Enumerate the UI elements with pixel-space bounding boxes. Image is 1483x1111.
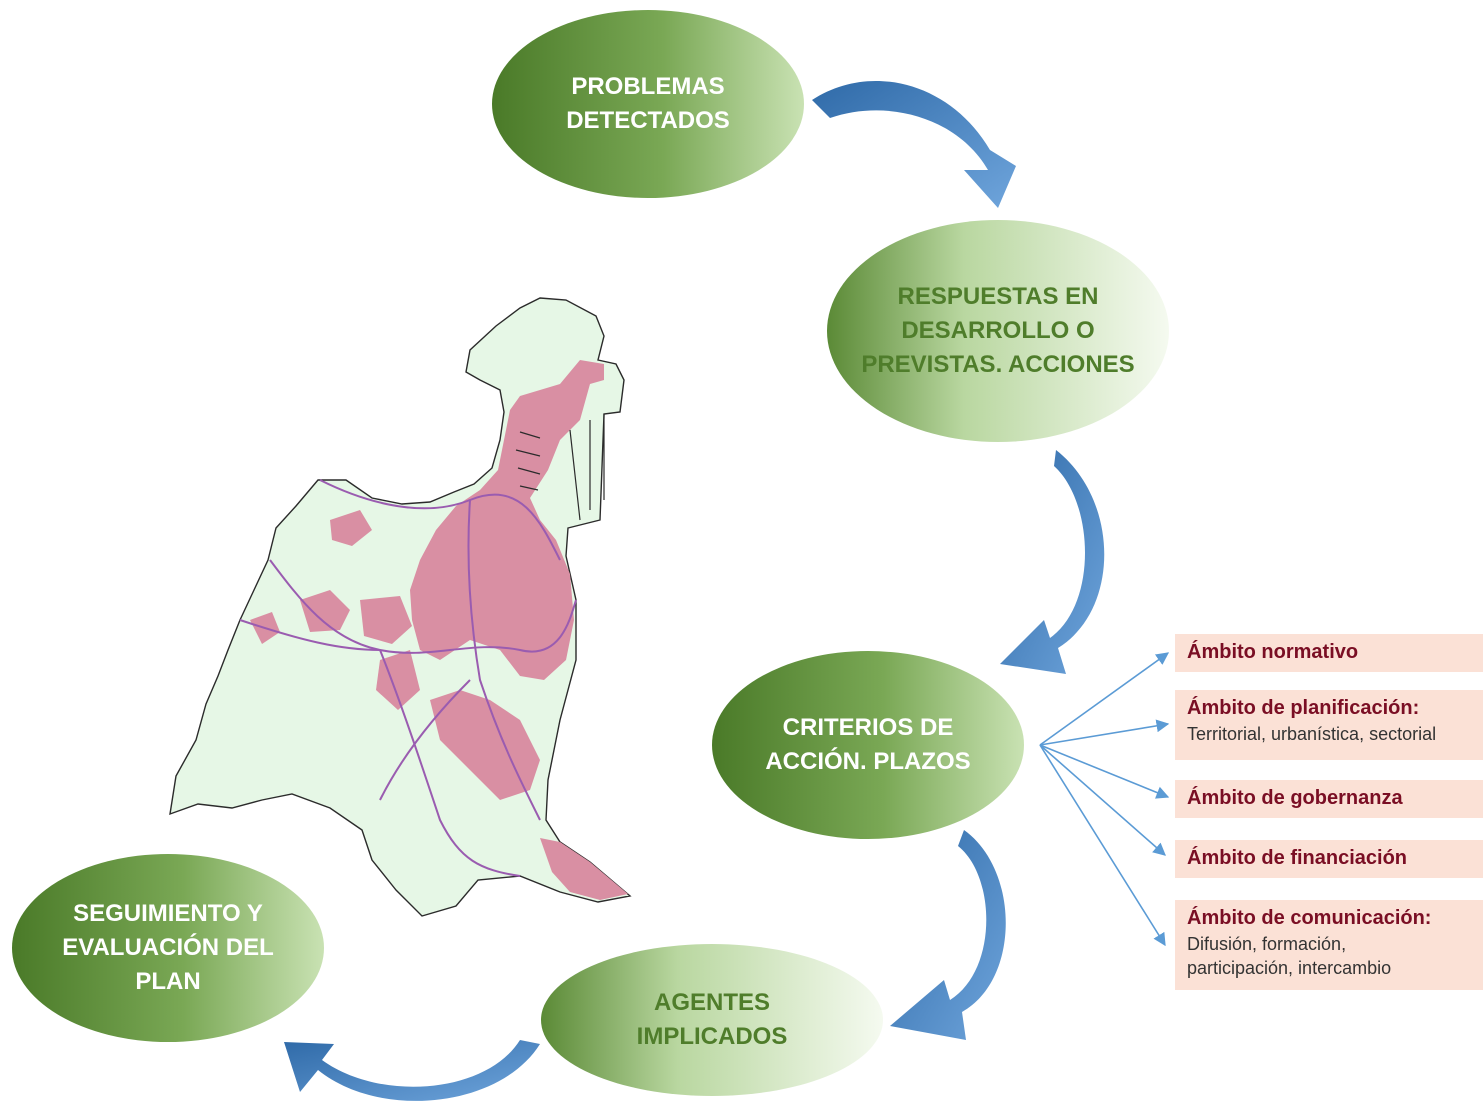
ellipse-respuestas — [827, 220, 1169, 442]
ambito-planificacion-desc: Territorial, urbanística, sectorial — [1187, 724, 1437, 744]
node-agentes-label: AGENTES IMPLICADOS — [636, 989, 788, 1050]
arrow-criterios-to-agentes — [890, 830, 1006, 1040]
ambito-normativo: Ámbito normativo — [1175, 634, 1483, 672]
map-urban-west-3 — [360, 596, 412, 644]
map-urban-port — [410, 360, 604, 680]
fan-arrow-gobernanza — [1039, 744, 1170, 799]
map-roads — [239, 479, 577, 877]
ambito-comunicacion: Ámbito de comunicación: Difusión, formac… — [1175, 900, 1483, 990]
ambito-planificacion: Ámbito de planificación: Territorial, ur… — [1175, 690, 1483, 760]
ellipse-agentes — [541, 944, 883, 1096]
node-seguimiento-label: SEGUIMIENTO Y EVALUACIÓN DEL PLAN — [62, 900, 274, 995]
fan-arrow-comunicacion — [1039, 744, 1166, 947]
ambito-normativo-title: Ámbito normativo — [1187, 641, 1359, 663]
arrow-respuestas-to-criterios — [1000, 450, 1105, 674]
map-urban-west-2 — [330, 510, 372, 546]
fan-arrows — [1039, 652, 1170, 947]
fan-arrow-planificacion — [1039, 719, 1170, 746]
ambito-financiacion-title: Ámbito de financiación — [1187, 847, 1408, 869]
node-problemas-label: PROBLEMAS DETECTADOS — [566, 73, 730, 134]
arrow-agentes-to-seguimiento — [284, 1040, 540, 1101]
node-seguimiento: SEGUIMIENTO Y EVALUACIÓN DEL PLAN — [12, 854, 324, 1042]
node-criterios: CRITERIOS DE ACCIÓN. PLAZOS — [712, 651, 1024, 839]
map-urban-center — [376, 650, 420, 710]
fan-arrow-normativo — [1039, 652, 1170, 746]
node-respuestas: RESPUESTAS EN DESARROLLO O PREVISTAS. AC… — [827, 220, 1169, 442]
map-urban-south — [430, 690, 540, 800]
municipality-map — [169, 297, 632, 917]
ellipse-seguimiento — [12, 854, 324, 1042]
map-urban-west-1 — [300, 590, 350, 632]
ambito-gobernanza: Ámbito de gobernanza — [1175, 780, 1483, 818]
node-agentes: AGENTES IMPLICADOS — [541, 944, 883, 1096]
ambito-gobernanza-title: Ámbito de gobernanza — [1187, 787, 1403, 809]
ambito-comunicacion-desc: Difusión, formación, participación, inte… — [1187, 934, 1392, 978]
map-docks — [515, 414, 605, 521]
node-problemas: PROBLEMAS DETECTADOS — [492, 10, 804, 198]
ambito-planificacion-title: Ámbito de planificación: — [1187, 697, 1420, 719]
node-criterios-label: CRITERIOS DE ACCIÓN. PLAZOS — [765, 714, 971, 775]
ambito-financiacion: Ámbito de financiación — [1175, 840, 1483, 878]
map-urban-southeast — [540, 838, 628, 900]
ellipse-problemas — [492, 10, 804, 198]
node-respuestas-label: RESPUESTAS EN DESARROLLO O PREVISTAS. AC… — [861, 283, 1135, 378]
fan-arrow-financiacion — [1039, 744, 1166, 856]
arrow-problemas-to-respuestas — [812, 80, 1016, 208]
ellipse-criterios — [712, 651, 1024, 839]
ambito-comunicacion-title: Ámbito de comunicación: — [1187, 907, 1432, 929]
